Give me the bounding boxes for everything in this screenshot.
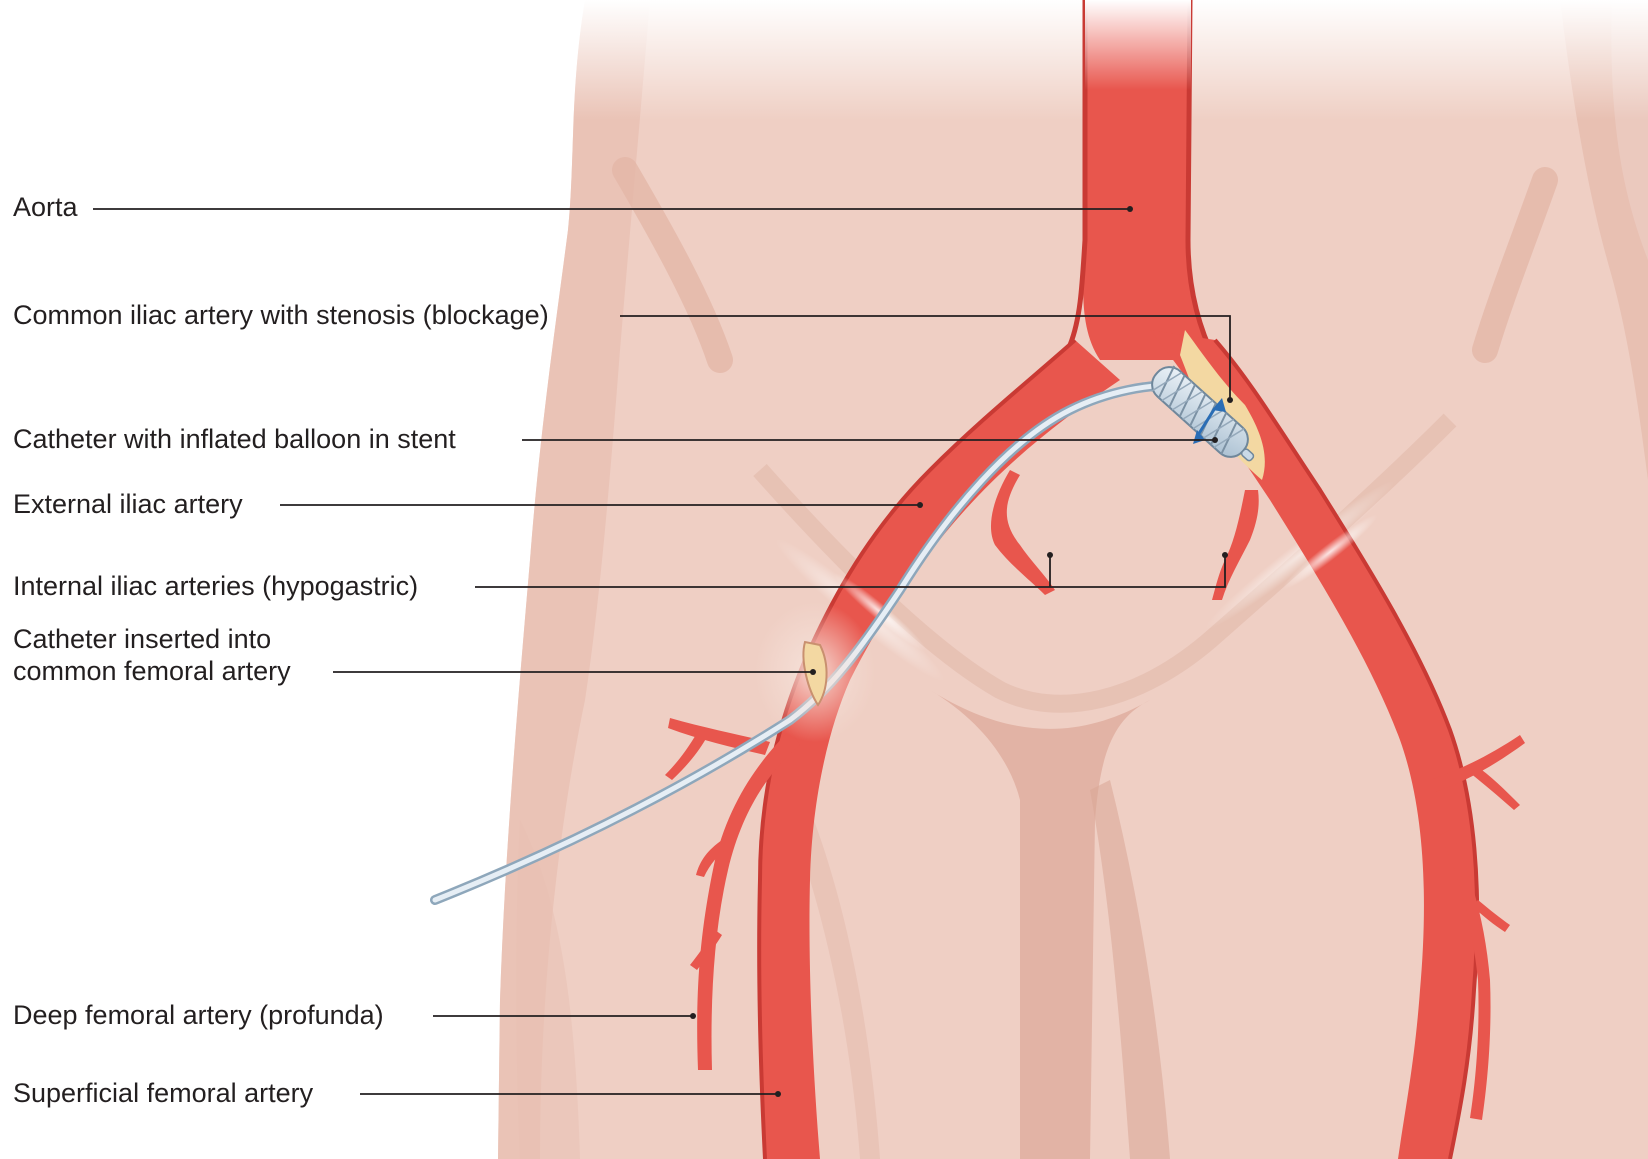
label-internal-iliac-arteries: Internal iliac arteries (hypogastric) (13, 571, 418, 602)
label-catheter-balloon: Catheter with inflated balloon in stent (13, 424, 456, 455)
label-catheter-inserted-line1: Catheter inserted into (13, 624, 271, 655)
label-aorta: Aorta (13, 192, 78, 223)
label-common-iliac-artery: Common iliac artery with stenosis (block… (13, 300, 549, 331)
label-catheter-inserted-line2: common femoral artery (13, 656, 291, 687)
label-deep-femoral-artery: Deep femoral artery (profunda) (13, 1000, 384, 1031)
label-external-iliac-artery: External iliac artery (13, 489, 243, 520)
label-superficial-femoral-artery: Superficial femoral artery (13, 1078, 313, 1109)
